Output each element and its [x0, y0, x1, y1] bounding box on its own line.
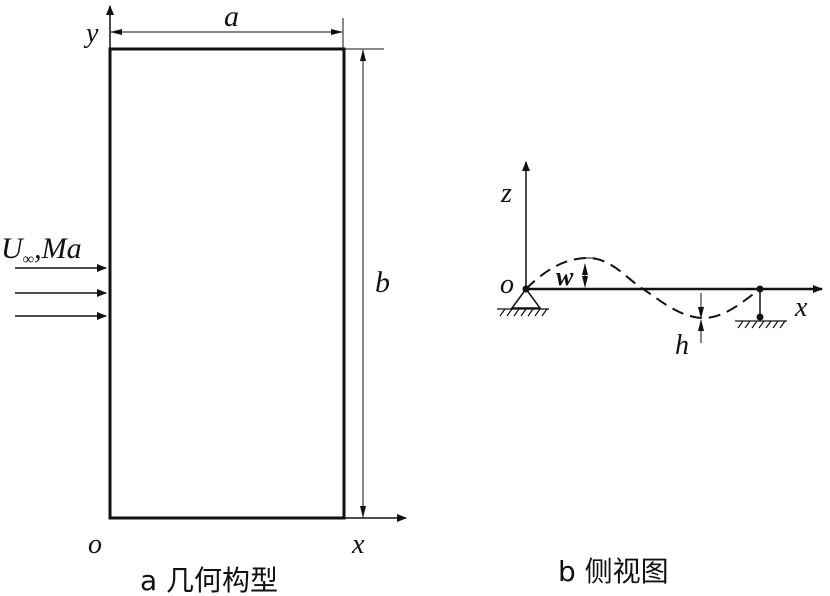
- origin-label: o: [88, 529, 102, 560]
- plate-outline: [108, 47, 346, 520]
- z-axis-label: z: [500, 178, 512, 209]
- x-axis-label: x: [794, 292, 808, 323]
- y-axis-label: y: [83, 18, 99, 49]
- origin-label: o: [500, 269, 514, 300]
- roller-joint: [756, 313, 764, 321]
- pin-support: [510, 287, 542, 309]
- roller-joint: [756, 285, 764, 293]
- ground-hatch-right: [735, 320, 787, 329]
- x-axis-label: x: [351, 529, 365, 560]
- geometry-view: a y b o x U∞,Ma a 几何构型: [1, 0, 407, 596]
- width-label: a: [224, 0, 239, 33]
- geometry-caption: a 几何构型: [140, 564, 278, 596]
- side-caption: b 侧视图: [558, 555, 669, 588]
- side-view: z o w x h b 侧视图: [497, 161, 823, 588]
- flow-label: U∞,Ma: [1, 232, 82, 268]
- gap-label: h: [675, 330, 689, 361]
- deflection-curve: [525, 256, 761, 320]
- height-label: b: [375, 266, 390, 299]
- deflection-label: w: [556, 262, 574, 291]
- ground-hatch-left: [497, 308, 549, 317]
